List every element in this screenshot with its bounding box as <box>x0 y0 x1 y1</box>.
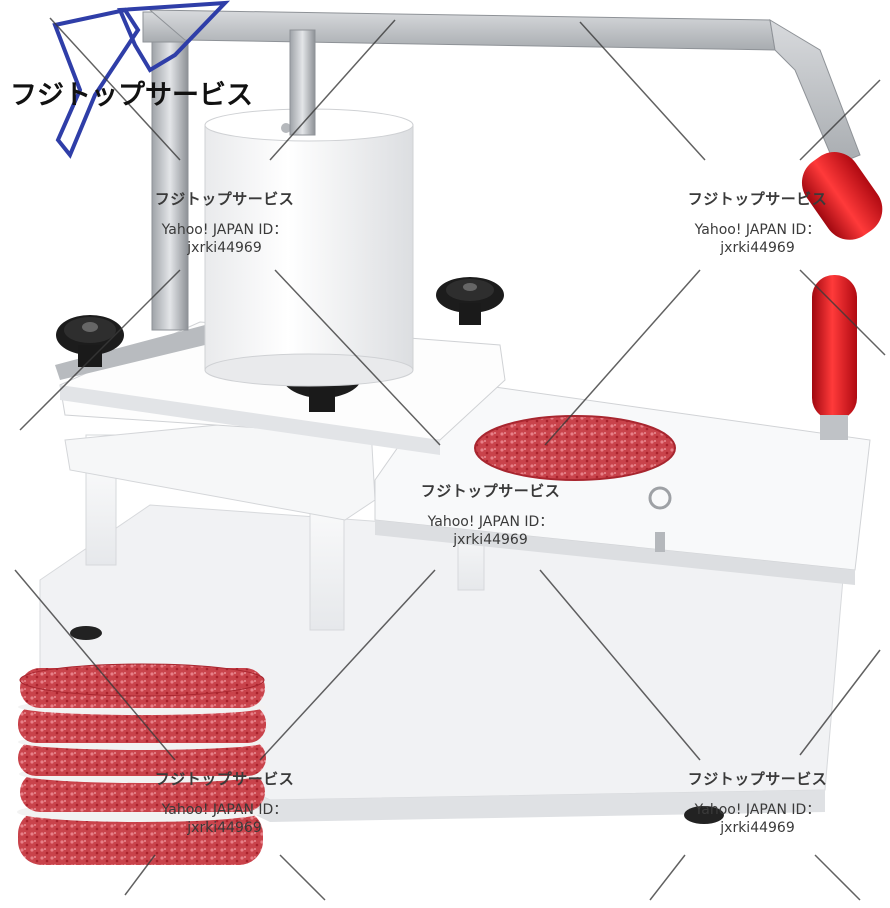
watermark-block: フジトップサービス Yahoo! JAPAN ID： jxrki44969 <box>665 768 850 837</box>
watermark-brand: フジトップサービス <box>687 190 828 208</box>
watermark-yahoo-id: jxrki44969 <box>187 820 262 836</box>
watermark-yahoo-id-label: Yahoo! JAPAN ID： <box>694 222 821 238</box>
patty-stack <box>17 663 266 865</box>
watermark-yahoo-id-label: Yahoo! JAPAN ID： <box>161 802 288 818</box>
watermark-yahoo-id-label: Yahoo! JAPAN ID： <box>161 222 288 238</box>
watermark-brand: フジトップサービス <box>154 770 295 788</box>
watermark-block: フジトップサービス Yahoo! JAPAN ID： jxrki44969 <box>665 188 850 257</box>
lever-arm <box>148 9 861 166</box>
watermark-yahoo-id-label: Yahoo! JAPAN ID： <box>694 802 821 818</box>
watermark-brand: フジトップサービス <box>154 190 295 208</box>
watermark-brand: フジトップサービス <box>687 770 828 788</box>
watermark-block: フジトップサービス Yahoo! JAPAN ID： jxrki44969 <box>398 480 583 549</box>
watermark-yahoo-id-label: Yahoo! JAPAN ID： <box>427 514 554 530</box>
watermark-yahoo-id: jxrki44969 <box>720 820 795 836</box>
red-handles <box>801 152 883 440</box>
patty-tray <box>374 379 871 585</box>
watermark-block: フジトップサービス Yahoo! JAPAN ID： jxrki44969 <box>132 768 317 837</box>
watermark-block: フジトップサービス Yahoo! JAPAN ID： jxrki44969 <box>132 188 317 257</box>
watermark-yahoo-id: jxrki44969 <box>453 532 528 548</box>
watermark-brand: フジトップサービス <box>420 482 561 500</box>
watermark-yahoo-id: jxrki44969 <box>187 240 262 256</box>
brand-logo-text: フジトップサービス <box>10 80 253 111</box>
watermark-yahoo-id: jxrki44969 <box>720 240 795 256</box>
watermark-lines <box>14 17 886 901</box>
brand-logo-shape <box>52 0 231 159</box>
